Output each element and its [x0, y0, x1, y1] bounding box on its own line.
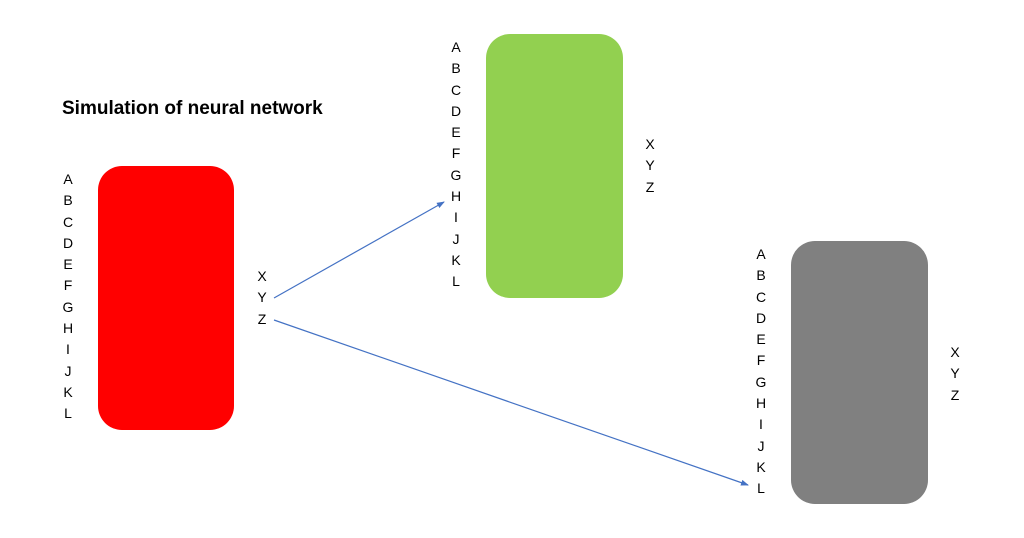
output-label: X	[257, 268, 267, 284]
input-label: A	[63, 171, 73, 187]
output-label: Y	[645, 157, 655, 174]
input-label: H	[450, 188, 462, 205]
green-node	[486, 34, 623, 298]
input-label: E	[451, 124, 461, 141]
input-label: D	[450, 102, 462, 119]
output-label: Z	[645, 178, 655, 195]
input-label: I	[66, 341, 70, 358]
input-label: K	[63, 383, 73, 400]
input-label: E	[756, 331, 766, 348]
gray-node-outputs: X Y Z	[948, 342, 962, 406]
arrow-red-to-green	[273, 201, 445, 299]
input-label: I	[454, 209, 458, 226]
input-label: G	[755, 373, 767, 390]
input-label: F	[756, 352, 766, 369]
output-label: Z	[950, 386, 960, 403]
red-node	[98, 166, 234, 430]
input-label: B	[63, 192, 73, 209]
output-label: Y	[257, 289, 267, 306]
green-node-outputs: X Y Z	[643, 134, 657, 198]
input-label: J	[452, 230, 460, 247]
input-label: B	[451, 60, 461, 77]
input-label: D	[62, 234, 74, 251]
gray-node-inputs: A B C D E F G H I J K L	[754, 244, 768, 500]
input-label: K	[451, 251, 461, 268]
input-label: J	[64, 362, 72, 379]
green-node-inputs: A B C D E F G H I J K L	[449, 37, 463, 293]
red-node-inputs: A B C D E F G H I J K L	[61, 169, 75, 425]
input-label: J	[757, 437, 765, 454]
output-label: Y	[950, 365, 960, 382]
input-label: A	[756, 246, 766, 262]
input-label: F	[451, 145, 461, 162]
input-label: A	[451, 39, 461, 55]
input-label: G	[450, 166, 462, 183]
input-label: H	[755, 395, 767, 412]
gray-node	[791, 241, 928, 504]
input-label: C	[450, 81, 462, 98]
output-label: X	[645, 136, 655, 152]
input-label: I	[759, 416, 763, 433]
input-label: L	[64, 405, 72, 422]
input-label: E	[63, 256, 73, 273]
input-label: C	[755, 288, 767, 305]
input-label: H	[62, 320, 74, 337]
input-label: F	[63, 277, 73, 294]
output-label: Z	[257, 310, 267, 327]
input-label: B	[756, 267, 766, 284]
arrow-red-to-gray	[273, 319, 749, 486]
output-label: X	[950, 344, 960, 360]
input-label: L	[757, 480, 765, 497]
input-label: G	[62, 298, 74, 315]
diagram-title: Simulation of neural network	[62, 98, 323, 119]
input-label: C	[62, 213, 74, 230]
red-node-outputs: X Y Z	[255, 266, 269, 330]
input-label: L	[452, 273, 460, 290]
input-label: D	[755, 309, 767, 326]
input-label: K	[756, 458, 766, 475]
